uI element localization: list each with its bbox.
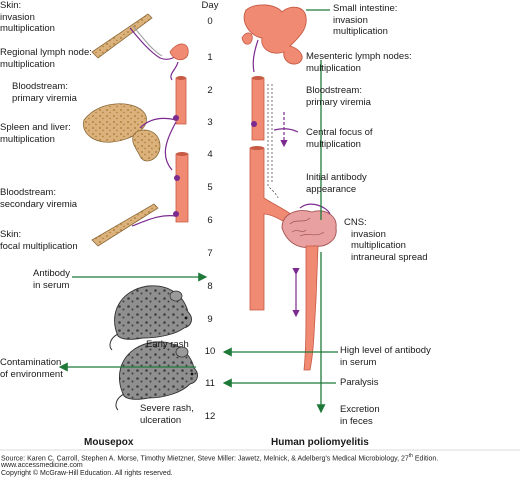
source-url[interactable]: www.accessmedicine.com <box>1 462 83 469</box>
polio-paralysis-label: Paralysis <box>340 377 379 388</box>
mousepox-title: Mousepox <box>84 437 134 448</box>
central-focus-vessel <box>249 84 301 311</box>
brain-illustration <box>281 203 337 248</box>
source-citation: Source: Karen C. Carroll, Stephen A. Mor… <box>1 453 439 463</box>
mousepox-primary-viremia-label: Bloodstream:primary viremia <box>12 81 77 104</box>
polio-primary-viremia-label: Bloodstream:primary viremia <box>306 85 371 108</box>
day-11: 11 <box>205 378 215 389</box>
polio-title: Human poliomyelitis <box>271 437 369 448</box>
copyright-notice: Copyright © McGraw-Hill Education. All r… <box>1 470 173 477</box>
primary-viremia-vessel <box>173 76 187 125</box>
day-0: 0 <box>207 16 213 27</box>
secondary-viremia-vessel <box>173 152 189 223</box>
day-5: 5 <box>207 182 213 193</box>
mousepox-skin-focal-label: Skin:focal multiplication <box>0 229 78 252</box>
mousepox-secondary-viremia-label: Bloodstream:secondary viremia <box>0 187 78 210</box>
mousepox-severe-rash-label: Severe rash,ulceration <box>140 403 194 426</box>
mouse-severe-rash <box>115 341 198 411</box>
mousepox-lymph-node-label: Regional lymph node:multiplication <box>0 47 92 70</box>
skin-bottom-illustration <box>91 203 177 247</box>
polio-primary-viremia-vessel <box>251 76 265 141</box>
mouse-early-rash <box>109 285 192 351</box>
mousepox-early-rash-label: Early rash <box>146 339 189 350</box>
skin-top-illustration <box>91 13 183 60</box>
day-column-header: Day <box>201 0 219 11</box>
polio-mesenteric-label: Mesenteric lymph nodes:multiplication <box>306 51 412 74</box>
day-6: 6 <box>207 215 213 226</box>
mesenteric-lymph-node <box>241 32 253 45</box>
day-8: 8 <box>207 281 213 292</box>
day-3: 3 <box>207 117 213 128</box>
small-intestine-illustration <box>243 4 307 73</box>
day-7: 7 <box>207 248 213 259</box>
day-10: 10 <box>204 346 216 357</box>
polio-timeline-line <box>306 9 330 414</box>
day-2: 2 <box>207 85 213 96</box>
day-12: 12 <box>204 411 216 422</box>
day-4: 4 <box>207 149 213 160</box>
spinal-cord-illustration <box>292 245 319 371</box>
lymph-node-illustration <box>169 43 189 81</box>
mousepox-spleen-liver-label: Spleen and liver:multiplication <box>0 122 71 145</box>
day-9: 9 <box>207 314 213 325</box>
spleen-liver-illustration <box>83 103 177 171</box>
day-1: 1 <box>207 52 213 63</box>
